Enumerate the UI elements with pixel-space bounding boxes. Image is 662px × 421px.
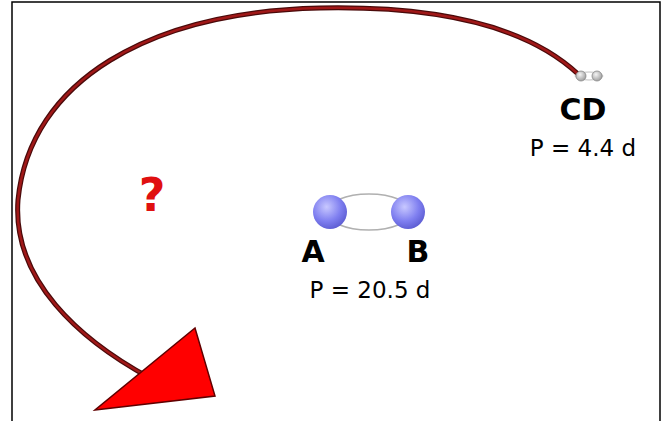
star-name: A xyxy=(301,237,324,267)
star-c xyxy=(576,71,586,81)
orbit-arrowhead xyxy=(95,328,215,410)
star-pair-name: CD xyxy=(560,95,607,125)
cd-orbit xyxy=(575,72,603,80)
period-label: P = 4.4 d xyxy=(530,137,636,160)
period-label: P = 20.5 d xyxy=(310,279,431,302)
orbit-arc xyxy=(18,8,578,378)
star-d xyxy=(592,71,602,81)
question-mark: ? xyxy=(139,172,166,218)
star-name: B xyxy=(407,237,430,267)
star-a xyxy=(313,195,347,229)
star-b xyxy=(391,195,425,229)
frame-border xyxy=(12,2,660,421)
orbit-arc-outline xyxy=(18,8,578,378)
